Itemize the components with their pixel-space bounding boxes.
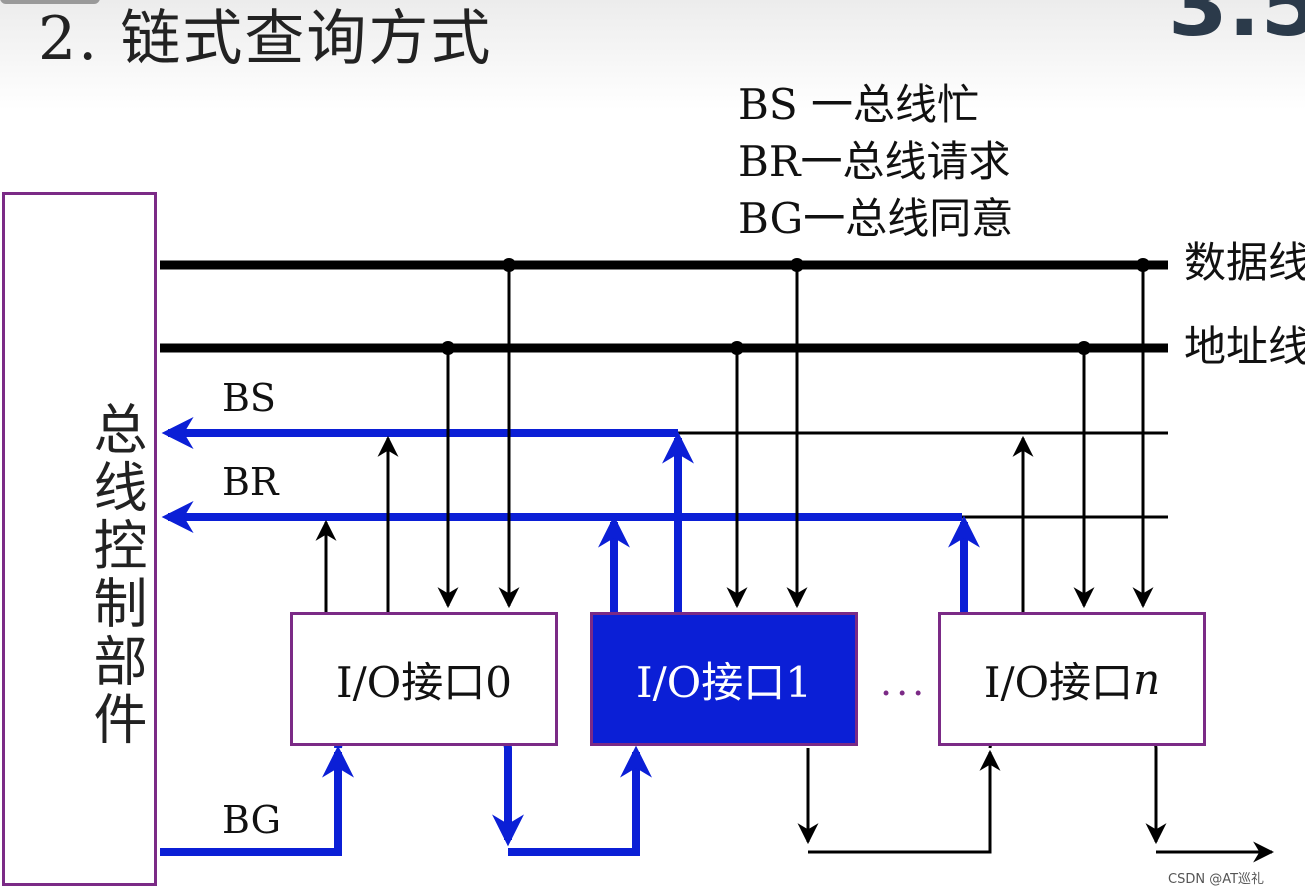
io-interface-0-label: I/O接口0 <box>336 657 512 707</box>
legend-bs: BS 一总线忙 <box>738 80 979 129</box>
bs-label: BS <box>222 376 276 420</box>
section-number: 3.5 <box>1168 0 1305 56</box>
address-bus-label: 地址线 <box>1184 322 1305 371</box>
bg-chain-to-io0 <box>160 745 354 856</box>
legend: BS 一总线忙 BR一总线请求 BG一总线同意 <box>738 76 1013 247</box>
bus-controller-label: 总线控制部件 <box>84 401 147 749</box>
ellipsis: ... <box>880 660 929 704</box>
bg-label: BG <box>222 798 281 842</box>
data-bus-label: 数据线 <box>1184 238 1305 287</box>
legend-bg: BG一总线同意 <box>738 194 1014 243</box>
bg-chain-to-io1 <box>508 745 652 856</box>
watermark: CSDN @AT巡礼 <box>1168 872 1265 887</box>
io-interface-n-label: I/O接口 <box>983 657 1134 707</box>
legend-br: BR一总线请求 <box>738 137 1011 186</box>
title-band <box>0 0 1305 110</box>
bg-chain-to-ion <box>808 749 1001 854</box>
io-interface-1: I/O接口1 <box>590 612 858 746</box>
io-interface-n-suffix: n <box>1133 654 1161 704</box>
window-tab <box>0 0 100 4</box>
bus-controller: 总线控制部件 <box>2 192 157 886</box>
io-interface-0: I/O接口0 <box>290 612 558 746</box>
io-interface-1-label: I/O接口1 <box>636 657 812 707</box>
slide-title: 2. 链式查询方式 <box>38 4 493 74</box>
br-label: BR <box>222 460 279 504</box>
